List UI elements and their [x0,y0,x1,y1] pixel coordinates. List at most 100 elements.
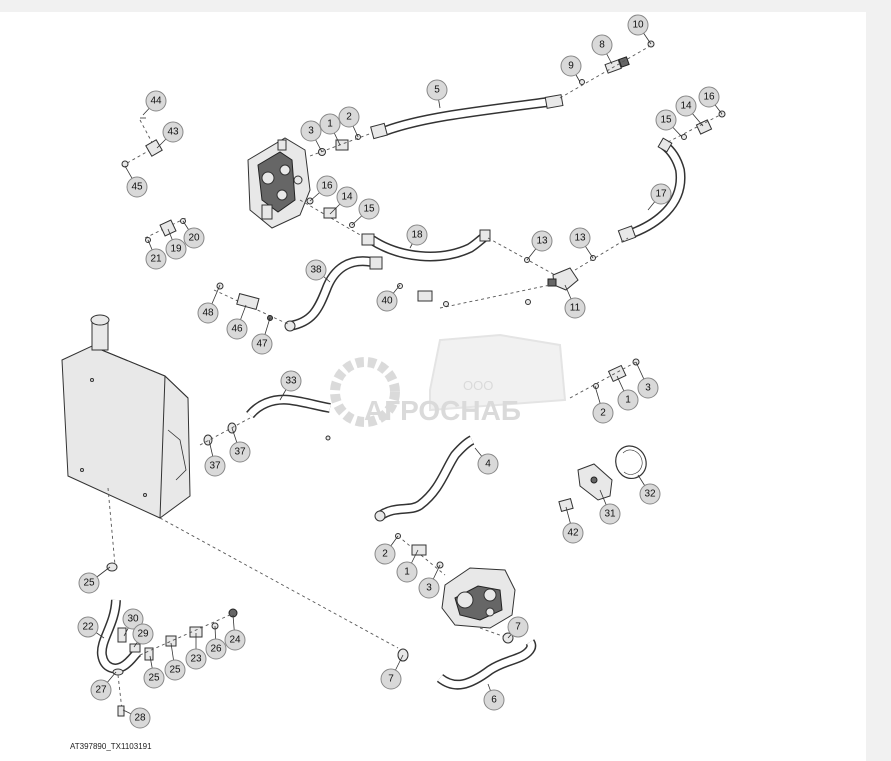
callout-bubble [599,503,621,525]
callout-label: 22 [82,622,94,633]
hydraulic-tank [61,314,399,649]
callout-15: 15 [351,198,380,226]
fittings-19-21 [144,217,187,243]
callout-label: 10 [632,20,644,31]
callout-19: 19 [165,228,187,260]
callout-bubble [90,679,112,701]
callout-label: 2 [600,408,606,419]
callout-bubble [122,608,144,630]
callout-6: 6 [483,683,505,711]
callout-37: 37 [229,427,251,463]
callout-label: 33 [285,376,297,387]
callout-label: 48 [202,308,214,319]
callout-3: 3 [418,564,441,599]
callout-bubble [477,453,499,475]
drawing-reference: AT397890_TX1103191 [70,742,152,751]
callout-label: 30 [127,614,139,625]
callout-label: 25 [83,578,95,589]
callout-bubble [531,230,553,252]
callout-13: 13 [526,230,553,261]
callout-label: 3 [645,383,651,394]
callout-33: 33 [279,370,302,401]
callout-bubble [617,389,639,411]
callout-label: 32 [644,489,656,500]
callout-label: 25 [148,673,160,684]
hose-38 [213,256,449,332]
callout-bubble [205,638,227,660]
callout-25: 25 [143,655,165,689]
callout-43: 43 [156,121,184,149]
callout-label: 40 [381,296,393,307]
callout-label: 8 [599,40,605,51]
control-valve [247,137,311,229]
callout-label: 7 [388,674,394,685]
callout-bubble [380,668,402,690]
callout-7: 7 [380,654,404,690]
callout-label: 13 [574,233,586,244]
callout-bubble [126,176,148,198]
callout-label: 1 [625,395,631,406]
callout-13: 13 [569,227,594,259]
hose-6 [397,632,537,690]
callout-label: 24 [229,635,241,646]
callout-label: 5 [434,85,440,96]
callout-label: 23 [190,654,202,665]
callout-11: 11 [564,284,586,319]
callout-label: 29 [137,629,149,640]
callout-label: 18 [411,230,423,241]
watermark-prefix: ООО [463,378,493,393]
fittings-top [309,40,655,157]
callout-bubble [280,370,302,392]
callout-bubble [183,227,205,249]
callout-bubble [675,95,697,117]
watermark-name: АГРОСНАБ [364,395,521,426]
callout-bubble [132,623,154,645]
callout-16: 16 [698,86,723,115]
callout-label: 15 [363,204,375,215]
callout-label: 16 [703,92,715,103]
callout-30: 30 [122,608,144,637]
callout-32: 32 [637,474,661,505]
callout-bubble [224,629,246,651]
callout-26: 26 [205,625,227,660]
callout-bubble [185,648,207,670]
callout-label: 38 [310,265,322,276]
callout-14: 14 [675,95,704,127]
callout-label: 9 [568,61,574,72]
callout-label: 44 [150,96,162,107]
callout-label: 16 [321,181,333,192]
callout-21: 21 [145,239,167,270]
callout-bubble [129,707,151,729]
hose-17 [617,110,726,243]
callout-label: 25 [169,665,181,676]
fittings-1-3-right [569,358,640,399]
callout-bubble [507,616,529,638]
callout-label: 7 [515,622,521,633]
callout-bubble [143,667,165,689]
callout-bubble [145,248,167,270]
callout-bubble [316,175,338,197]
callout-label: 2 [346,112,352,123]
callout-46: 46 [226,304,248,340]
callout-bubble [650,183,672,205]
callout-bubble [562,522,584,544]
callout-40: 40 [376,284,401,312]
callout-bubble [569,227,591,249]
callout-bubble [164,659,186,681]
callout-bubble [655,109,677,131]
callout-bubble [197,302,219,324]
callout-9: 9 [560,55,582,83]
callout-label: 1 [327,119,333,130]
callout-label: 14 [341,192,353,203]
callout-25: 25 [164,642,186,681]
callout-3: 3 [635,361,659,399]
callout-label: 43 [167,127,179,138]
callout-5: 5 [426,79,448,109]
callout-bubble [336,186,358,208]
callout-label: 37 [209,461,221,472]
callout-bubble [145,90,167,112]
callout-label: 17 [655,189,667,200]
callout-28: 28 [122,707,151,729]
hose-5 [370,94,564,140]
